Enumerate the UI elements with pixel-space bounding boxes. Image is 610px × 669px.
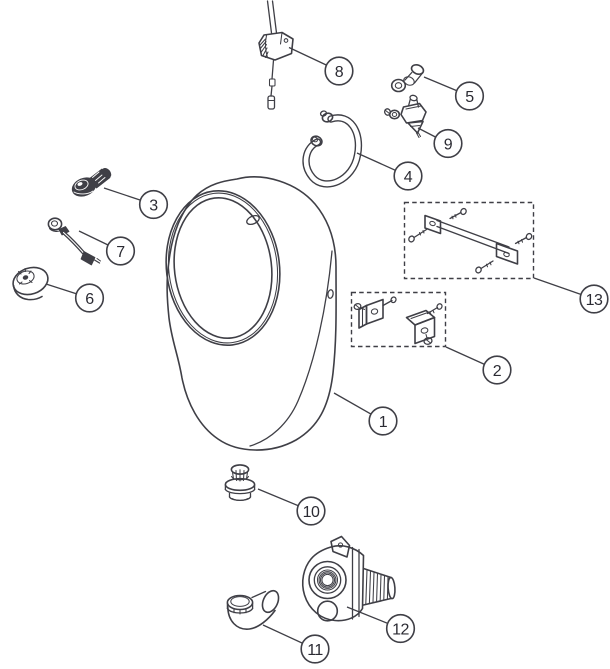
part-mounting-rail-drawing bbox=[403, 201, 535, 280]
callout-label: 6 bbox=[85, 291, 94, 308]
callout-label: 8 bbox=[335, 64, 344, 81]
callout-label: 10 bbox=[303, 504, 320, 521]
part-wall-brackets-drawing bbox=[350, 291, 447, 348]
part-drain-strainer-drawing bbox=[224, 464, 256, 502]
callout-8: 8 bbox=[288, 46, 354, 86]
callout-label: 3 bbox=[149, 197, 158, 214]
callout-label: 11 bbox=[307, 642, 323, 659]
side-hole bbox=[327, 289, 334, 299]
screw-bottom bbox=[475, 260, 494, 274]
callout-label: 13 bbox=[586, 292, 603, 309]
callout-2: 2 bbox=[445, 346, 512, 385]
callout-circle bbox=[296, 496, 326, 526]
callout-circle bbox=[74, 283, 105, 313]
callout-7: 7 bbox=[78, 230, 136, 266]
callout-1: 1 bbox=[333, 392, 398, 436]
callout-label: 12 bbox=[392, 621, 409, 638]
callout-11: 11 bbox=[262, 624, 330, 664]
part-hose-drawing bbox=[302, 110, 363, 188]
callout-circle bbox=[579, 284, 609, 314]
spreader-hole bbox=[246, 214, 260, 226]
callout-10: 10 bbox=[257, 488, 326, 526]
callout-circle bbox=[368, 406, 398, 436]
screw-right bbox=[514, 232, 533, 245]
screw-left bbox=[408, 228, 428, 243]
callout-circle bbox=[482, 355, 512, 385]
callout-13: 13 bbox=[533, 277, 609, 314]
callout-9: 9 bbox=[417, 127, 463, 159]
part-outlet-elbow-drawing bbox=[226, 589, 280, 630]
dashed-box-2 bbox=[350, 291, 447, 348]
callout-4: 4 bbox=[356, 152, 423, 191]
part-cover-cap-drawing bbox=[12, 266, 49, 301]
callout-circle bbox=[393, 161, 423, 191]
callout-12: 12 bbox=[346, 606, 416, 644]
callout-label: 1 bbox=[379, 414, 388, 431]
bracket-left bbox=[353, 296, 397, 329]
callout-label: 4 bbox=[404, 169, 413, 186]
callout-label: 9 bbox=[444, 136, 453, 153]
bracket-right bbox=[405, 303, 443, 345]
callout-circle bbox=[105, 236, 136, 266]
callout-circle bbox=[324, 56, 354, 86]
callout-6: 6 bbox=[45, 283, 105, 313]
callout-label: 2 bbox=[493, 363, 502, 380]
callout-5: 5 bbox=[423, 76, 485, 111]
part-elbow-fitting-drawing bbox=[390, 64, 425, 93]
callout-circle bbox=[300, 634, 330, 664]
part-valve-drawing bbox=[384, 94, 427, 139]
callout-3: 3 bbox=[103, 187, 169, 220]
part-urinal-body-drawing bbox=[165, 176, 337, 451]
callout-circle bbox=[433, 128, 463, 159]
callout-circle bbox=[385, 613, 416, 644]
callout-label: 7 bbox=[116, 244, 125, 261]
part-cable-probe-drawing bbox=[47, 217, 102, 266]
part-sensor-drawing bbox=[258, 0, 294, 110]
callout-label: 5 bbox=[465, 89, 474, 106]
callout-circle bbox=[138, 189, 169, 220]
dashed-box-13 bbox=[403, 201, 535, 280]
part-trap-housing-drawing bbox=[301, 535, 396, 622]
screw-top bbox=[449, 207, 467, 220]
callout-circle bbox=[454, 81, 485, 111]
part-threaded-connector-drawing bbox=[71, 167, 112, 197]
